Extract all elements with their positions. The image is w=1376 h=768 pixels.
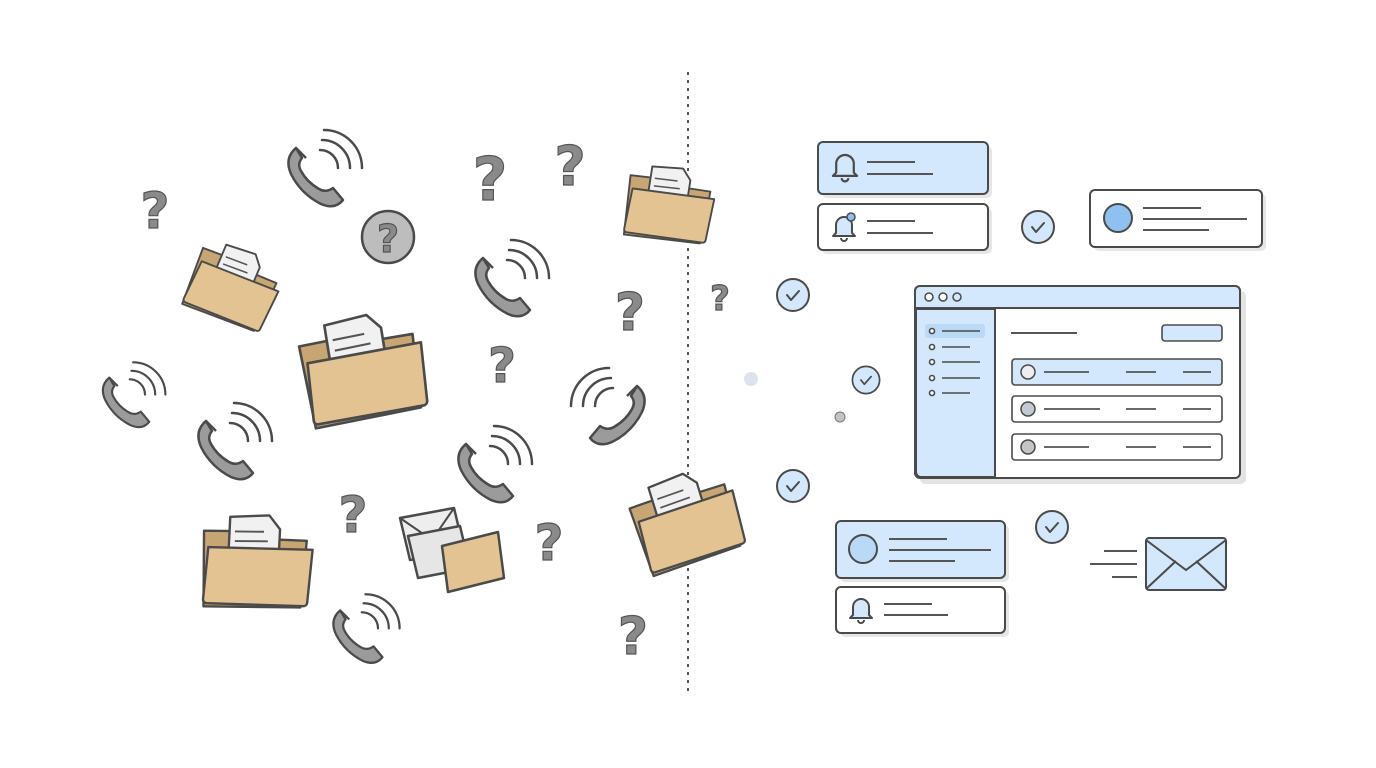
folder-icon — [171, 227, 294, 347]
question-mark-icon: ? — [140, 182, 169, 240]
list-row[interactable] — [1011, 358, 1223, 386]
folder-icon — [624, 465, 750, 580]
question-mark-icon: ? — [710, 279, 730, 319]
question-mark-icon: ? — [473, 145, 508, 215]
question-mark-icon: ? — [338, 486, 367, 544]
chaos-side: ? ? ? ? ? ? ? ? ? ? — [101, 128, 750, 668]
question-mark-icon: ? — [615, 283, 645, 343]
list-row[interactable] — [1011, 433, 1223, 461]
check-circle-icon — [776, 278, 810, 312]
phone-icon — [332, 593, 401, 664]
avatar — [848, 534, 878, 564]
phone-icon — [474, 238, 551, 318]
phone-icon — [287, 128, 364, 208]
svg-text:?: ? — [377, 217, 399, 261]
folder-with-envelopes-icon — [398, 506, 506, 594]
phone-icon — [101, 361, 167, 429]
contact-card[interactable] — [835, 520, 1009, 582]
phone-icon — [457, 424, 534, 504]
sidebar-items[interactable] — [928, 327, 981, 397]
dot — [834, 411, 846, 423]
question-circle-icon: ? — [360, 209, 416, 265]
question-mark-icon: ? — [488, 338, 516, 394]
phone-icon — [569, 366, 646, 446]
list-row[interactable] — [1011, 395, 1223, 423]
folder-icon — [611, 152, 726, 261]
avatar — [1103, 203, 1133, 233]
window-controls[interactable] — [924, 292, 962, 302]
dot — [744, 372, 758, 386]
question-mark-icon: ? — [618, 607, 648, 667]
app-window — [914, 285, 1246, 484]
organized-side — [744, 141, 1266, 637]
notification-card[interactable] — [817, 141, 992, 198]
question-mark-icon: ? — [554, 135, 585, 198]
sent-envelope-icon — [1090, 537, 1227, 591]
phone-icon — [197, 401, 274, 481]
action-button[interactable] — [1161, 324, 1223, 342]
check-circle-icon — [1021, 210, 1055, 244]
check-circle-icon — [776, 469, 810, 503]
contact-card[interactable] — [1089, 189, 1266, 251]
folder-icon — [187, 501, 325, 629]
question-mark-icon: ? — [534, 514, 563, 572]
check-circle-icon — [1035, 510, 1069, 544]
check-circle-icon — [851, 365, 881, 395]
notification-card[interactable] — [835, 586, 1009, 637]
notification-card[interactable] — [817, 203, 992, 254]
folder-icon — [297, 313, 429, 430]
